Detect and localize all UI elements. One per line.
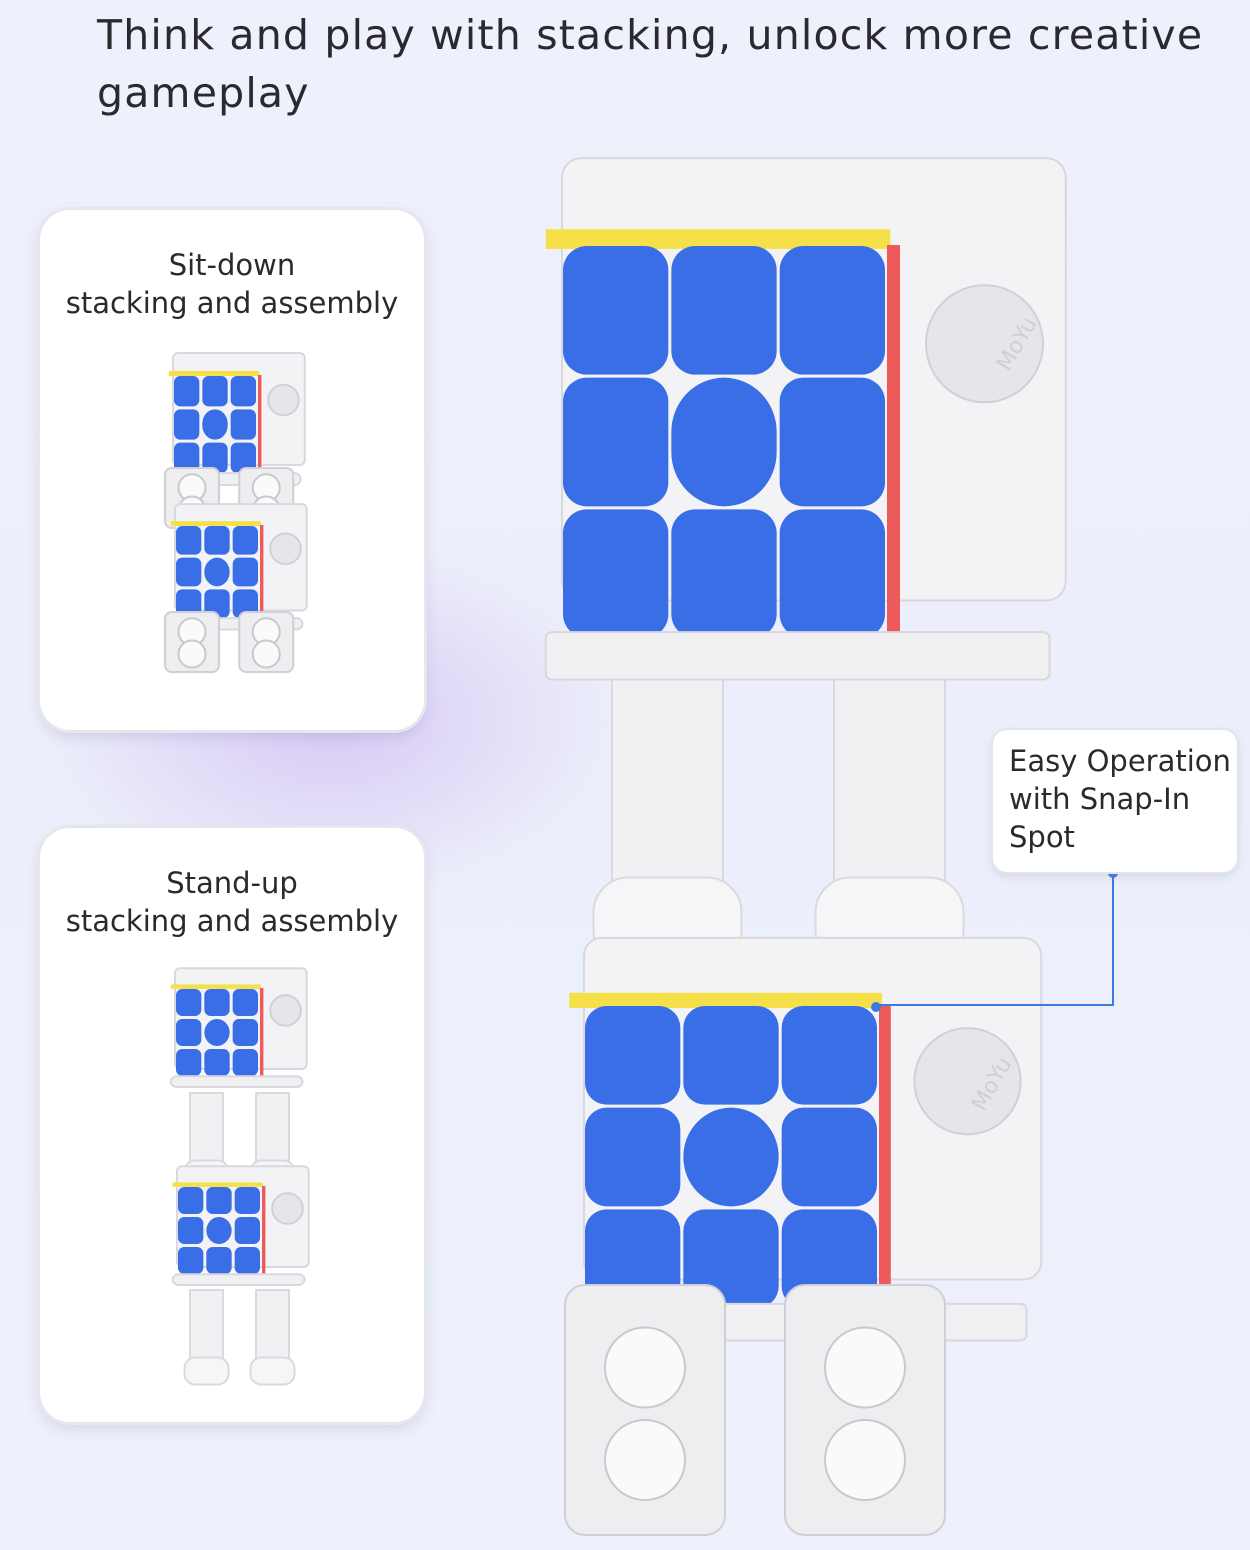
cube-tile (176, 526, 202, 555)
cube-tile (176, 1019, 202, 1046)
side-red-strip (879, 1005, 891, 1310)
cube-tile (563, 377, 669, 507)
side-red-strip (258, 375, 262, 475)
foot-hole (251, 639, 281, 669)
robot-foot (249, 1356, 296, 1386)
cube-tile (176, 1049, 202, 1076)
cube-tile (671, 377, 777, 507)
cube-tile (204, 526, 230, 555)
base-plate (171, 1273, 306, 1287)
cube-tile (683, 1209, 779, 1308)
robot-foot (183, 1356, 230, 1386)
cube-tile (234, 1247, 260, 1274)
cube-tile (234, 1217, 260, 1244)
cube-tile (232, 1049, 258, 1076)
cube-tile (232, 589, 258, 618)
top-yellow-strip (172, 1182, 263, 1187)
top-yellow-strip (170, 521, 261, 526)
callout-text: Easy Operation with Snap-In Spot (1009, 744, 1231, 854)
cube-tile (779, 246, 885, 375)
cube-tile (779, 509, 885, 638)
shoulder-joint (269, 994, 302, 1027)
stand-up-card: Stand-up stacking and assembly (40, 828, 424, 1422)
shoulder-joint (267, 383, 300, 417)
cube-tile (204, 1019, 230, 1046)
foot-hole (604, 1419, 686, 1501)
top-yellow-strip (545, 229, 891, 249)
shoulder-joint (925, 284, 1044, 404)
foot-hole (177, 639, 207, 669)
cube-tile (671, 509, 777, 638)
cube-tile (232, 1019, 258, 1046)
top-yellow-strip (170, 984, 261, 989)
cube-tile (202, 442, 228, 473)
base-plate (544, 631, 1051, 681)
cube-tile (176, 589, 202, 618)
shoulder-joint (269, 532, 302, 566)
base-plate (169, 1075, 304, 1088)
cube-tile (781, 1107, 877, 1207)
cube-tile (563, 509, 669, 638)
cube-tile (204, 989, 230, 1016)
sit-down-illustration (164, 352, 308, 673)
cube-tile (204, 557, 230, 587)
page-title: Think and play with stacking, unlock mor… (97, 11, 1204, 117)
cube-tile (206, 1187, 232, 1214)
cube-tile (230, 409, 256, 440)
top-yellow-strip (168, 371, 259, 376)
foot-hole (824, 1326, 906, 1409)
cube-tile (202, 376, 228, 407)
cube-tile (781, 1006, 877, 1105)
cube-tile (176, 557, 202, 587)
stand-up-label: Stand-up stacking and assembly (65, 866, 399, 938)
cube-tile (204, 1049, 230, 1076)
foot-hole (824, 1419, 906, 1501)
cube-tile (781, 1209, 877, 1308)
side-red-strip (887, 245, 900, 640)
cube-tile (779, 377, 885, 507)
sit-down-card: Sit-down stacking and assembly (40, 210, 424, 730)
callout-line (876, 873, 1114, 1006)
side-red-strip (262, 1186, 266, 1276)
cube-tile (174, 409, 200, 440)
snap-in-callout: Easy Operation with Snap-In Spot (993, 730, 1237, 872)
sit-down-label: Sit-down stacking and assembly (65, 248, 399, 320)
cube-tile (232, 557, 258, 587)
snap-in-spot-dot (871, 1002, 881, 1012)
cube-tile (585, 1006, 681, 1105)
cube-tile (174, 376, 200, 407)
cube-tile (204, 589, 230, 618)
cube-tile (232, 989, 258, 1016)
cube-tile (206, 1247, 232, 1274)
cube-tile (563, 246, 669, 375)
foot-hole (604, 1326, 686, 1409)
stand-up-illustration (169, 967, 310, 1386)
cube-tile (230, 376, 256, 407)
cube-tile (178, 1217, 204, 1244)
side-red-strip (260, 525, 264, 620)
cube-tile (234, 1187, 260, 1214)
cube-tile (178, 1187, 204, 1214)
cube-tile (683, 1006, 779, 1105)
cube-tile (202, 409, 228, 440)
top-yellow-strip (569, 992, 882, 1009)
sitting-foot (784, 1284, 946, 1536)
cube-tile (232, 526, 258, 555)
cube-tile (206, 1217, 232, 1244)
cube-tile (230, 442, 256, 473)
cube-tile (671, 246, 777, 375)
side-red-strip (260, 988, 264, 1078)
cube-tile (585, 1107, 681, 1207)
cube-tile (174, 442, 200, 473)
sitting-foot (564, 1284, 726, 1536)
cube-tile (585, 1209, 681, 1308)
shoulder-joint (271, 1192, 304, 1225)
cube-tile (683, 1107, 779, 1207)
shoulder-joint (913, 1027, 1022, 1136)
cube-tile (178, 1247, 204, 1274)
cube-tile (176, 989, 202, 1016)
